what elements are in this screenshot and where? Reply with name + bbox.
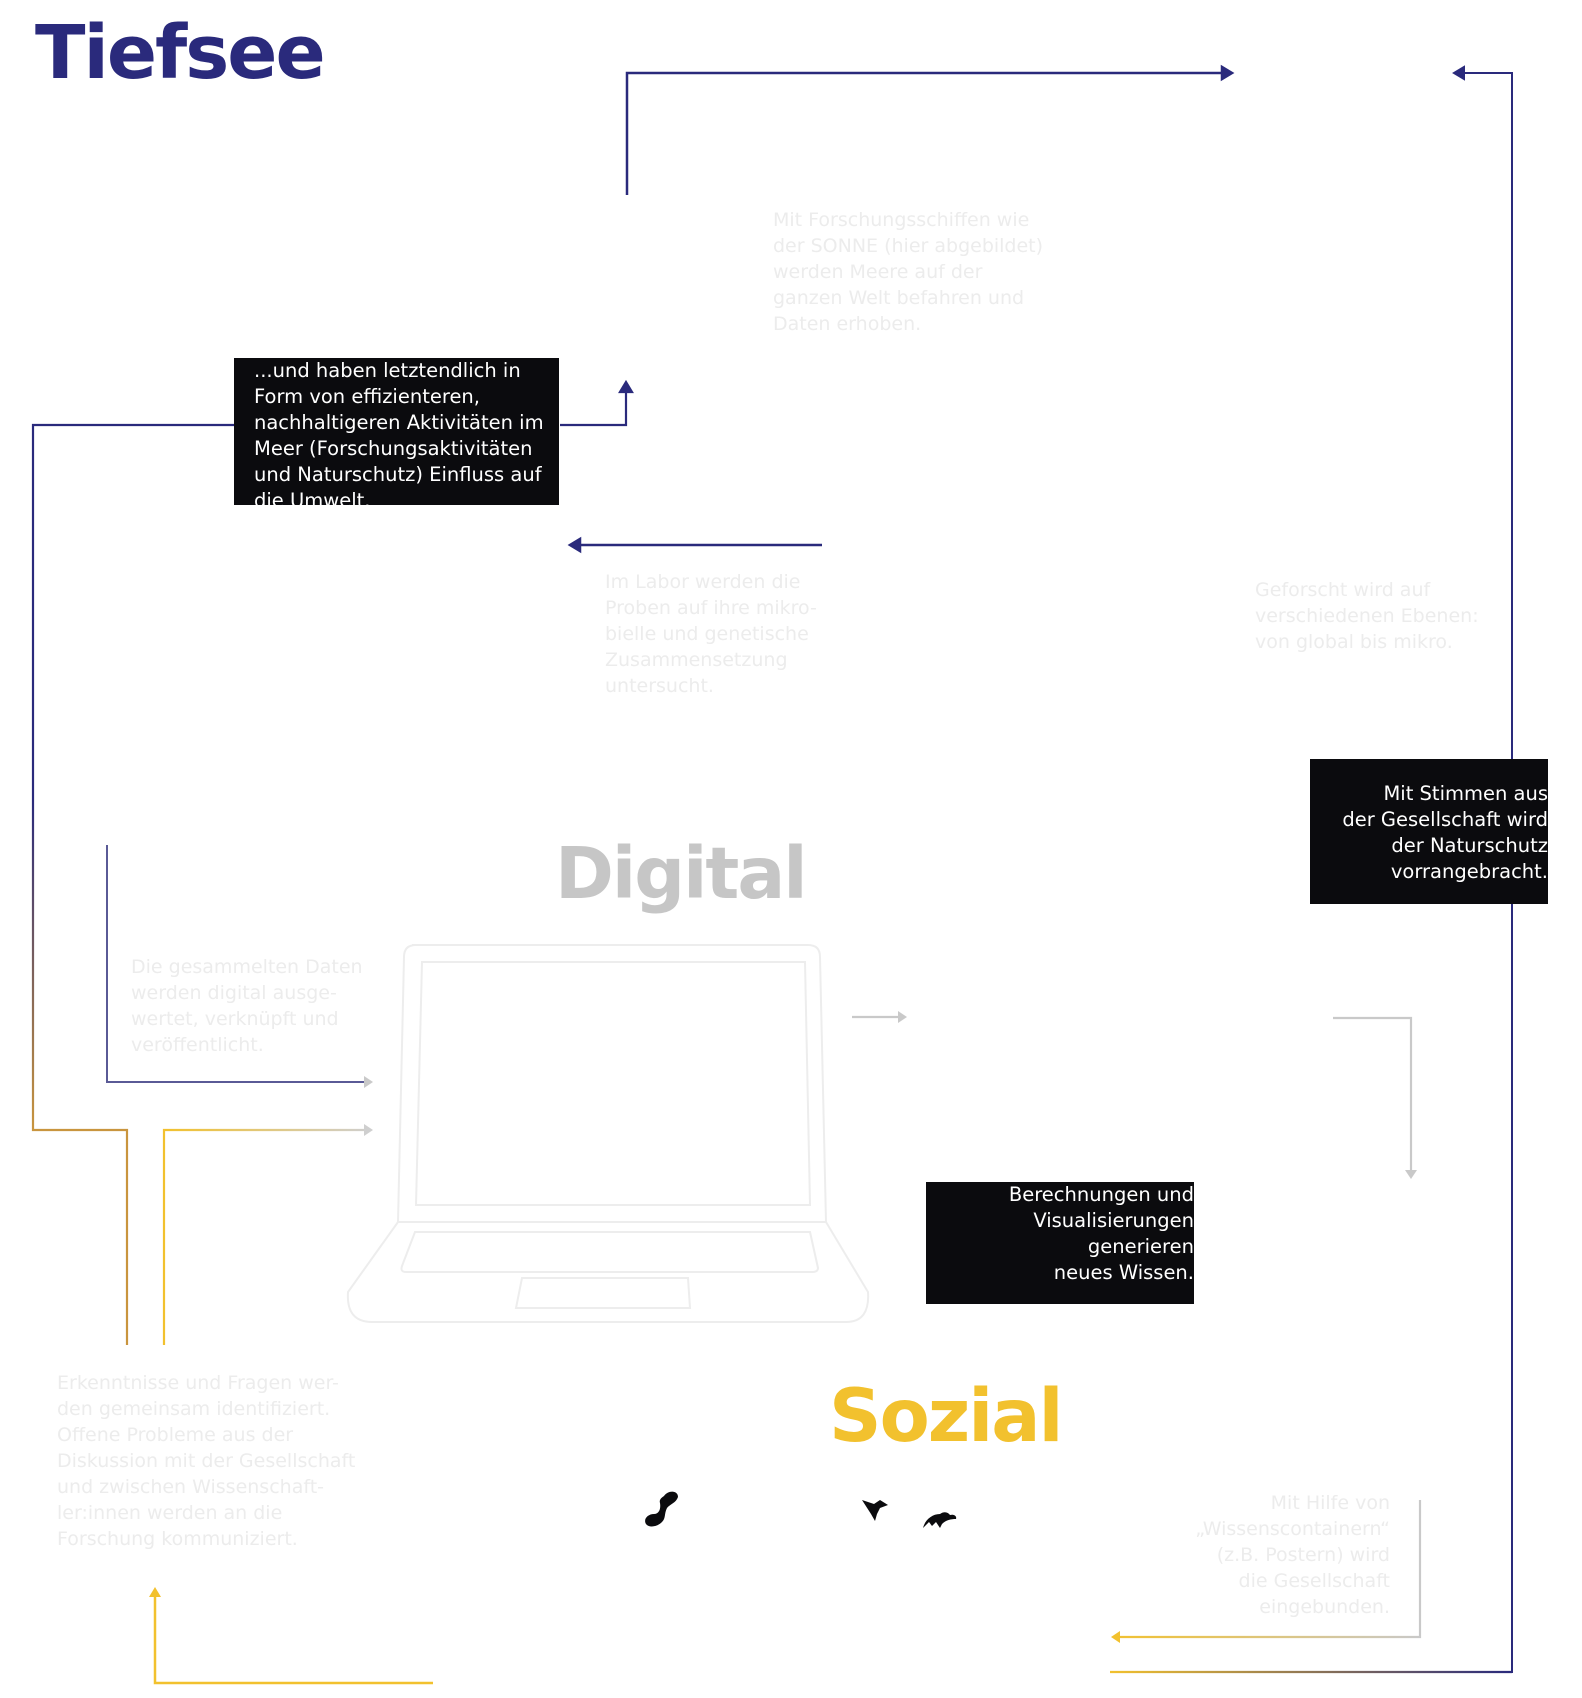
line-left-loop	[31, 423, 234, 1345]
heading-tiefsee: Tiefsee	[35, 10, 326, 96]
arrow-top-to-ship	[625, 64, 1235, 195]
text-data-analysis: Die gesammelten Daten werden digital aus…	[131, 956, 363, 1056]
laptop-icon	[346, 944, 870, 1323]
text-knowledge-containers: Mit Hilfe von „Wissenscontainern“ (z.B. …	[1195, 1492, 1390, 1618]
worm-icon	[645, 1491, 678, 1527]
arrow-lab	[567, 536, 822, 554]
arrow-data	[106, 845, 373, 1088]
arrow-impact-to-ship	[560, 379, 634, 427]
text-levels: Geforscht wird auf verschiedenen Ebenen:…	[1255, 579, 1479, 653]
text-insights: Erkenntnisse und Fragen wer- den gemeins…	[57, 1372, 356, 1550]
arrow-bottom-left	[149, 1587, 433, 1685]
bat-icon	[923, 1512, 957, 1528]
arrow-containers	[1111, 1500, 1422, 1643]
box-impact: ...und haben letztendlich in Form von ef…	[234, 358, 559, 505]
text-research-ships: Mit Forschungsschiffen wie der SONNE (hi…	[773, 209, 1044, 335]
bird-icon	[862, 1500, 888, 1521]
heading-digital: Digital	[555, 832, 808, 915]
box-calculations: Berechnungen und Visualisierungen generi…	[926, 1182, 1194, 1304]
text-lab: Im Labor werden die Proben auf ihre mikr…	[605, 571, 817, 697]
arrow-insights-to-laptop	[162, 1124, 373, 1345]
arrow-laptop-to-calc	[852, 1011, 907, 1023]
arrow-down-right	[1333, 1016, 1417, 1179]
heading-sozial: Sozial	[829, 1374, 1064, 1459]
box-voices: Mit Stimmen aus der Gesellschaft wird de…	[1310, 759, 1548, 904]
